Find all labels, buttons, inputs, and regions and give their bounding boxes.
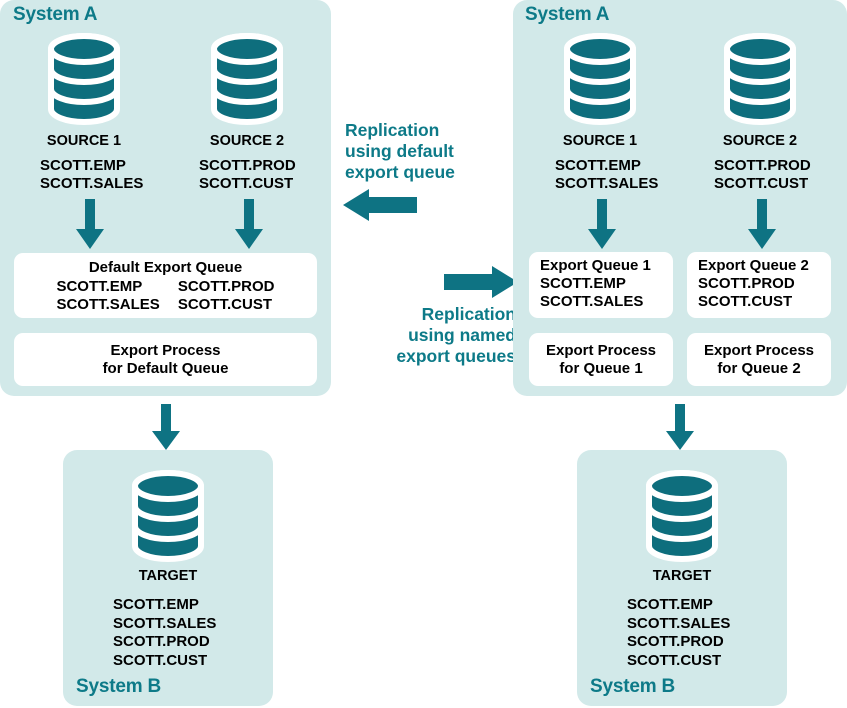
left-system-a-to-b-down-arrow-icon bbox=[152, 404, 180, 450]
default-queue-table-1: SCOTT.EMP bbox=[56, 278, 143, 295]
default-export-queue-col-1: SCOTT.EMP SCOTT.SALES bbox=[56, 278, 159, 314]
left-source-1-table-2: SCOTT.SALES bbox=[40, 174, 144, 192]
default-export-process-line-2: for Default Queue bbox=[102, 360, 229, 377]
right-system-a-to-b-down-arrow-icon bbox=[666, 404, 694, 450]
default-export-queue-box[interactable]: Default Export Queue SCOTT.EMP SCOTT.SAL… bbox=[14, 253, 317, 318]
export-queue-2-header: Export Queue 2 bbox=[698, 257, 809, 274]
left-source-1-down-arrow-icon bbox=[76, 199, 104, 249]
left-target-tables: SCOTT.EMP SCOTT.SALES SCOTT.PROD SCOTT.C… bbox=[113, 596, 216, 670]
export-process-1-box[interactable]: Export Process for Queue 1 bbox=[529, 333, 673, 386]
export-queue-2-table-2: SCOTT.CUST bbox=[698, 293, 793, 310]
left-system-b-title: System B bbox=[76, 676, 161, 697]
replication-default-caption-line-2: using default bbox=[345, 141, 454, 161]
export-process-2-box[interactable]: Export Process for Queue 2 bbox=[687, 333, 831, 386]
default-export-queue-col-2: SCOTT.PROD SCOTT.CUST bbox=[178, 278, 275, 314]
left-source-1-label: SOURCE 1 bbox=[46, 133, 122, 149]
replication-named-caption-line-2: using named bbox=[408, 325, 516, 345]
export-process-1-line-2: for Queue 1 bbox=[559, 360, 643, 377]
default-queue-table-4: SCOTT.CUST bbox=[177, 296, 272, 313]
left-source-2-table-1: SCOTT.PROD bbox=[199, 157, 296, 174]
replication-named-caption-line-1: Replication bbox=[421, 304, 516, 324]
arrow-left-icon bbox=[343, 189, 417, 221]
left-source-1-database-cylinder-icon bbox=[45, 33, 123, 125]
right-source-1-label: SOURCE 1 bbox=[562, 133, 638, 149]
default-queue-table-2: SCOTT.SALES bbox=[56, 296, 160, 313]
replication-named-caption-line-3: export queues bbox=[396, 346, 516, 366]
replication-default-caption-line-3: export queue bbox=[345, 162, 455, 182]
replication-named-caption: Replication using named export queues bbox=[348, 304, 516, 367]
left-source-1-table-1: SCOTT.EMP bbox=[40, 157, 126, 174]
right-target-table-3: SCOTT.PROD bbox=[627, 633, 724, 650]
right-target-database-cylinder-icon bbox=[643, 470, 721, 562]
right-source-2-down-arrow-icon bbox=[748, 199, 776, 249]
left-target-table-4: SCOTT.CUST bbox=[113, 651, 208, 669]
left-system-a-title: System A bbox=[13, 4, 98, 25]
export-process-2-line-1: Export Process bbox=[703, 342, 815, 359]
right-source-1-down-arrow-icon bbox=[588, 199, 616, 249]
right-target-table-2: SCOTT.SALES bbox=[627, 614, 731, 632]
right-target-table-4: SCOTT.CUST bbox=[627, 651, 722, 669]
default-export-queue-tables: SCOTT.EMP SCOTT.SALES SCOTT.PROD SCOTT.C… bbox=[14, 278, 317, 314]
export-process-1-line-1: Export Process bbox=[545, 342, 657, 359]
export-queue-2-box[interactable]: Export Queue 2 SCOTT.PROD SCOTT.CUST bbox=[687, 252, 831, 318]
right-source-1-table-1: SCOTT.EMP bbox=[555, 157, 641, 174]
export-queue-1-box[interactable]: Export Queue 1 SCOTT.EMP SCOTT.SALES bbox=[529, 252, 673, 318]
export-queue-1-header: Export Queue 1 bbox=[540, 257, 651, 274]
right-target-table-1: SCOTT.EMP bbox=[627, 596, 713, 613]
replication-default-caption-line-1: Replication bbox=[345, 120, 440, 140]
default-export-queue-header: Default Export Queue bbox=[88, 259, 243, 276]
default-export-process-box[interactable]: Export Process for Default Queue bbox=[14, 333, 317, 386]
export-queue-1-table-2: SCOTT.SALES bbox=[540, 293, 644, 310]
left-source-2-table-2: SCOTT.CUST bbox=[199, 174, 294, 192]
right-system-a-title: System A bbox=[525, 4, 610, 25]
right-source-2-table-1: SCOTT.PROD bbox=[714, 157, 811, 174]
left-source-2-label: SOURCE 2 bbox=[209, 133, 285, 149]
export-process-2-line-2: for Queue 2 bbox=[717, 360, 801, 377]
left-target-table-3: SCOTT.PROD bbox=[113, 633, 210, 650]
replication-default-caption: Replication using default export queue bbox=[345, 120, 455, 183]
left-source-2-down-arrow-icon bbox=[235, 199, 263, 249]
left-target-database-cylinder-icon bbox=[129, 470, 207, 562]
left-target-label: TARGET bbox=[138, 568, 198, 584]
right-source-2-database-cylinder-icon bbox=[721, 33, 799, 125]
right-target-label: TARGET bbox=[652, 568, 712, 584]
right-target-tables: SCOTT.EMP SCOTT.SALES SCOTT.PROD SCOTT.C… bbox=[627, 596, 730, 670]
left-target-table-2: SCOTT.SALES bbox=[113, 614, 217, 632]
right-source-1-database-cylinder-icon bbox=[561, 33, 639, 125]
arrow-right-icon bbox=[444, 266, 518, 298]
default-queue-table-3: SCOTT.PROD bbox=[177, 278, 275, 295]
left-source-2-database-cylinder-icon bbox=[208, 33, 286, 125]
left-target-table-1: SCOTT.EMP bbox=[113, 596, 199, 613]
export-queue-1-table-1: SCOTT.EMP bbox=[540, 275, 626, 292]
left-source-2-tables: SCOTT.PROD SCOTT.CUST bbox=[199, 157, 296, 192]
right-source-2-tables: SCOTT.PROD SCOTT.CUST bbox=[714, 157, 811, 192]
right-source-1-table-2: SCOTT.SALES bbox=[555, 174, 659, 192]
default-export-process-line-1: Export Process bbox=[110, 342, 221, 359]
export-queue-2-table-1: SCOTT.PROD bbox=[698, 275, 795, 292]
right-source-2-label: SOURCE 2 bbox=[722, 133, 798, 149]
left-source-1-tables: SCOTT.EMP SCOTT.SALES bbox=[40, 157, 143, 192]
right-system-b-title: System B bbox=[590, 676, 675, 697]
right-source-1-tables: SCOTT.EMP SCOTT.SALES bbox=[555, 157, 658, 192]
right-source-2-table-2: SCOTT.CUST bbox=[714, 174, 809, 192]
